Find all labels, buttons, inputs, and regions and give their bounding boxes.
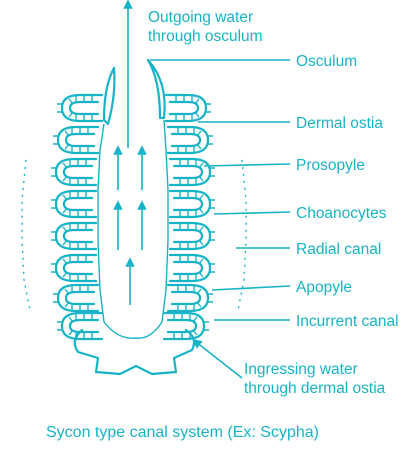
ingress-label-2: through dermal ostia xyxy=(244,380,386,397)
leader-lines xyxy=(150,59,291,379)
leader-prosopyle xyxy=(203,163,291,167)
leader-choanocytes xyxy=(213,211,291,215)
water-flow-arrows xyxy=(113,0,147,305)
ingress-label-1: Ingressing water xyxy=(244,361,358,378)
spongocoel-wall-right xyxy=(161,119,169,323)
radial-canals-right xyxy=(162,93,217,341)
leader-ingress xyxy=(192,339,243,379)
base-inner xyxy=(103,321,163,339)
apopyle-label: Apopyle xyxy=(296,279,352,296)
sponge-body xyxy=(21,58,247,376)
osculum-lip-left xyxy=(102,66,116,126)
osculum-label: Osculum xyxy=(296,53,357,70)
osculum-lip-right xyxy=(146,58,166,120)
outgoing-water-label-1: Outgoing water xyxy=(148,9,253,26)
spongocoel-wall-left xyxy=(97,123,105,323)
choanocytes-label: Choanocytes xyxy=(296,205,387,222)
incurrent-canal-label: Incurrent canal xyxy=(296,313,399,330)
outgoing-water-label-2: through osculum xyxy=(148,28,263,45)
radial-canals-left xyxy=(49,93,104,341)
dermal-ostia-label: Dermal ostia xyxy=(296,115,383,132)
prosopyle-label: Prosopyle xyxy=(296,157,365,174)
radial-canal-label: Radial canal xyxy=(296,241,381,258)
leader-apopyle xyxy=(211,285,291,291)
diagram-caption: Sycon type canal system (Ex: Scypha) xyxy=(46,424,319,441)
